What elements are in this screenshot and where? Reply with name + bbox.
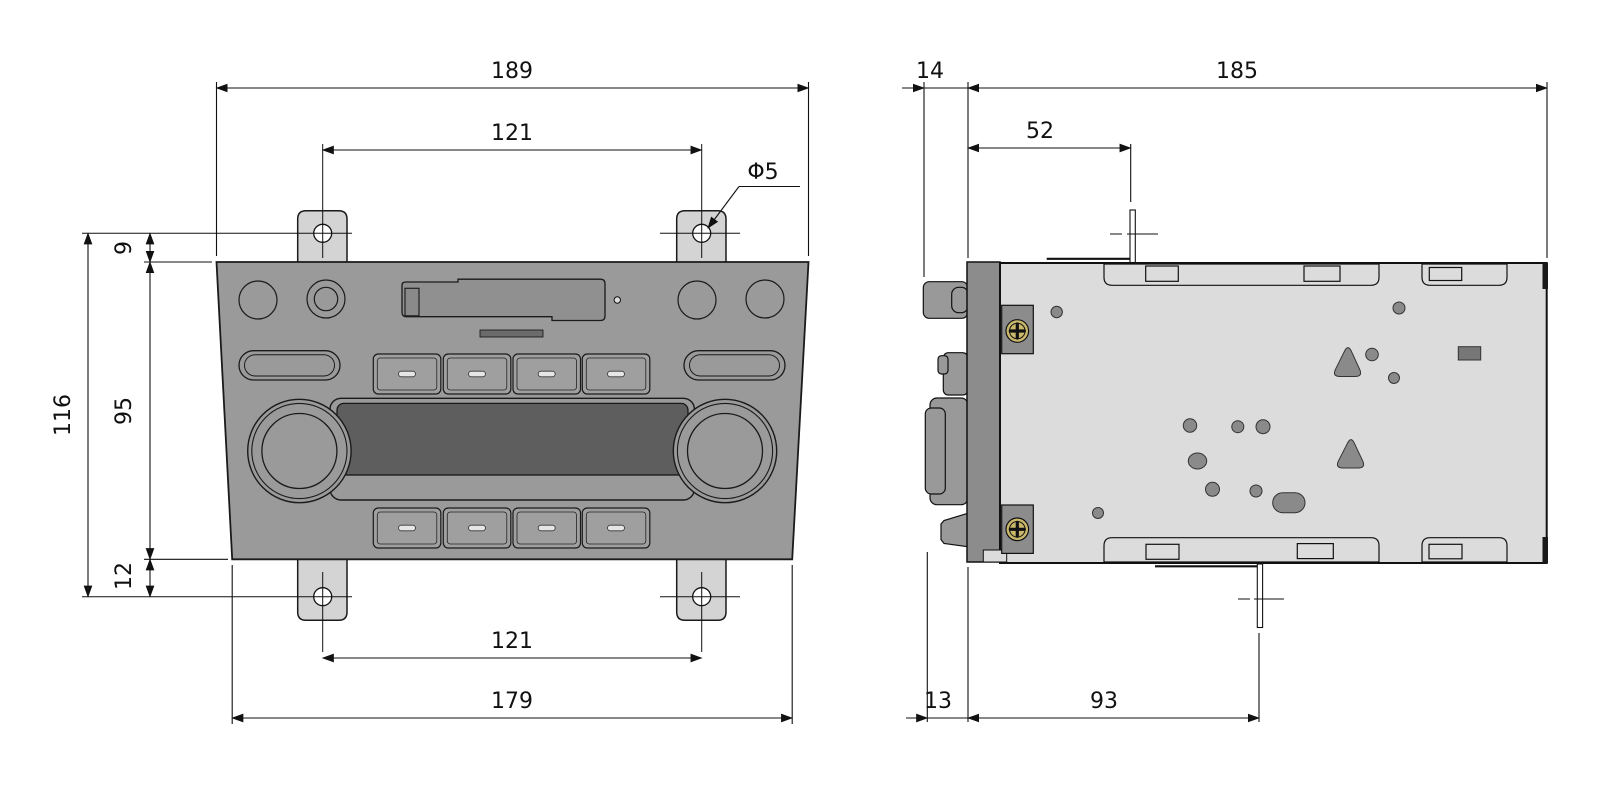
round-button (745, 279, 785, 319)
pill-button (238, 350, 341, 381)
round-button (677, 280, 717, 320)
flange-cutout (1296, 542, 1334, 560)
dim-label-hole-dia: Φ5 (747, 160, 778, 185)
chassis-body (999, 262, 1548, 564)
dim-label-116: 116 (51, 394, 76, 436)
dimension-lines-side (902, 82, 1548, 723)
pill-button-inner (244, 354, 335, 377)
rear-corner-tab (1542, 263, 1548, 289)
dim-label-179: 179 (491, 689, 533, 714)
cassette-slot (401, 278, 606, 322)
dim-label-14: 14 (916, 59, 944, 84)
dim-label-95: 95 (112, 397, 137, 425)
dim-label-93: 93 (1090, 689, 1118, 714)
slot-detail (404, 287, 420, 317)
flange-cutout (1428, 266, 1463, 282)
top-round-buttons (238, 279, 785, 320)
round-button (238, 280, 278, 320)
front-view: 189 121 Φ5 116 9 95 12 121 179 (51, 59, 810, 724)
round-knob (306, 279, 346, 319)
bottom-mounting-key (1256, 563, 1264, 629)
front-panel-edge (966, 261, 1001, 563)
dim-label-185: 185 (1216, 59, 1258, 84)
pill-button-inner (689, 354, 780, 377)
dim-label-12: 12 (112, 562, 137, 590)
hole-dia-leader (707, 186, 740, 229)
dimension-lines-front (83, 82, 810, 724)
flange-cutout (1145, 543, 1180, 560)
button-tip-side (937, 355, 949, 375)
triangle-hole (1333, 347, 1362, 377)
rotary-knob-left (246, 398, 352, 504)
preset-buttons-bottom (372, 507, 651, 549)
dim-label-121-bottom: 121 (491, 629, 533, 654)
knob-shaft-side (951, 286, 969, 314)
led-indicator (613, 296, 621, 304)
chassis-flanges (1103, 263, 1508, 563)
side-view: 14 185 52 13 93 (902, 59, 1548, 723)
triangle-hole (1336, 439, 1365, 469)
side-protrusions (922, 281, 969, 548)
lower-button-side (940, 512, 969, 548)
flange-cutout (1145, 265, 1179, 282)
pill-button (683, 350, 786, 381)
phillips-screw (1005, 517, 1030, 542)
phillips-screw (1005, 319, 1030, 343)
rotary-knob-right (672, 398, 778, 504)
eject-bar (479, 329, 544, 338)
rotary-knob-side-front (924, 407, 946, 495)
display-screen (336, 402, 689, 476)
key-centerlines (1110, 233, 1284, 600)
dim-label-189: 189 (491, 59, 533, 84)
dim-label-13: 13 (924, 689, 952, 714)
flange-cutout (1303, 265, 1341, 282)
chassis-step (982, 549, 1008, 563)
round-knob-inner (313, 286, 339, 312)
rear-corner-tab (1542, 537, 1548, 563)
chassis-holes (1050, 301, 1482, 519)
flange-cutout (1428, 543, 1463, 560)
dim-label-52: 52 (1026, 119, 1054, 144)
centerlines-front (82, 144, 740, 652)
dim-label-121-top: 121 (491, 121, 533, 146)
preset-buttons-top (372, 353, 651, 395)
pill-buttons (238, 350, 786, 381)
dim-label-9: 9 (112, 241, 137, 255)
top-mounting-key (1129, 209, 1136, 264)
